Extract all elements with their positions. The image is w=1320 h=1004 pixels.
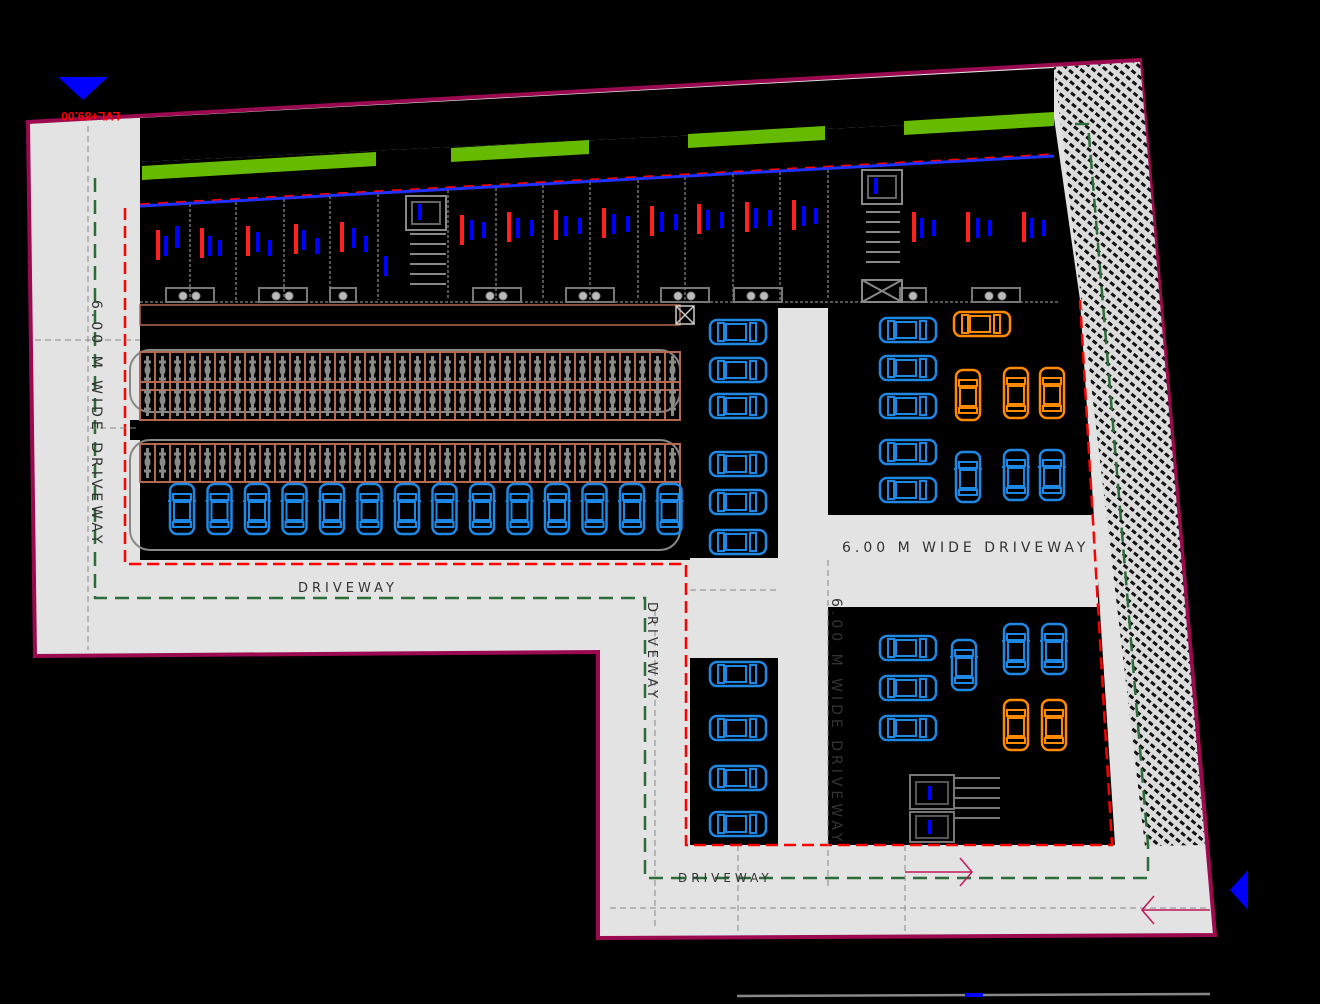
unit-tags (156, 200, 1046, 276)
two-wheeler-row-2 (129, 439, 681, 551)
cross-driveway (828, 515, 1098, 607)
label-left-driveway: 6.00 M WIDE DRIVEWAY (88, 300, 104, 547)
red-setback-line (123, 208, 1114, 847)
label-middle-driveway: DRIVEWAY (644, 602, 659, 702)
toilet-fixtures (165, 287, 1021, 303)
label-exit-driveway: DRIVEWAY (678, 871, 773, 885)
stair-core-1 (405, 195, 447, 285)
label-cross-driveway: 6.00 M WIDE DRIVEWAY (842, 540, 1089, 556)
stair-core-3 (909, 774, 1000, 843)
direction-arrow-out (1141, 895, 1210, 925)
green-setback-line (93, 122, 1150, 880)
level-marker-arrow (58, 77, 108, 100)
two-wheeler-strip-top (139, 304, 681, 326)
label-bottom-driveway: DRIVEWAY (298, 581, 398, 596)
central-driveway (778, 308, 828, 848)
stair-core-2 (861, 169, 903, 303)
direction-arrow-in (905, 857, 973, 887)
label-center-driveway: 6.00 M WIDE DRIVEWAY (828, 598, 844, 845)
hatched-setback (1054, 62, 1205, 846)
green-landscape-strip (142, 112, 1054, 180)
scale-bar (736, 992, 1211, 998)
level-marker-text: LVL+89.00 (61, 109, 120, 123)
entry-marker-arrow (1230, 870, 1248, 910)
